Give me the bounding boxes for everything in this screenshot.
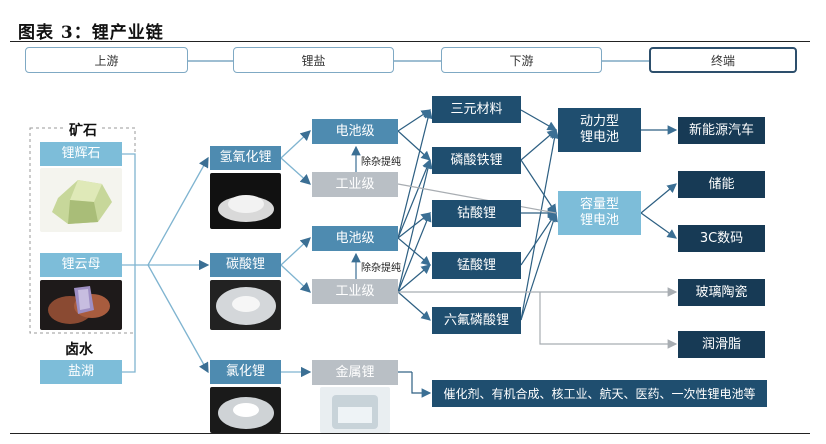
battery-grade-2-node: 电池级	[312, 226, 398, 251]
ore-group-label: 矿石	[66, 120, 100, 140]
nev-node: 新能源汽车	[678, 117, 765, 144]
lfp-node: 磷酸铁锂	[432, 147, 521, 174]
stage-downstream: 下游	[441, 47, 602, 73]
lmo-node: 锰酸锂	[432, 252, 521, 279]
lco-node: 钴酸锂	[432, 200, 521, 227]
carbonate-photo	[210, 280, 281, 330]
ternary-material-node: 三元材料	[432, 96, 521, 123]
power-battery-node: 动力型 锂电池	[558, 108, 641, 152]
salt-lake-node: 盐湖	[40, 360, 122, 384]
metal-lithium-node: 金属锂	[312, 360, 398, 385]
industrial-grade-1-node: 工业级	[312, 172, 398, 197]
lithium-chloride-node: 氯化锂	[210, 360, 281, 384]
stage-lithium-salt: 锂盐	[233, 47, 394, 73]
stage-upstream: 上游	[25, 47, 188, 73]
capacity-battery-line2: 锂电池	[579, 213, 619, 228]
lithium-carbonate-node: 碳酸锂	[210, 253, 281, 277]
capacity-battery-node: 容量型 锂电池	[558, 191, 641, 235]
industrial-grade-2-node: 工业级	[312, 279, 398, 304]
spodumene-node: 锂辉石	[40, 142, 122, 166]
purify-label-2: 除杂提纯	[361, 263, 401, 274]
stage-terminal: 终端	[649, 47, 797, 73]
spodumene-photo	[40, 168, 122, 232]
lepidolite-photo	[40, 280, 122, 330]
purify-label-1: 除杂提纯	[361, 157, 401, 168]
top-rule	[10, 41, 810, 42]
hydroxide-photo	[210, 173, 281, 229]
capacity-battery-line1: 容量型	[579, 197, 619, 212]
bottom-rule	[10, 433, 810, 434]
figure-title: 图表 3：锂产业链	[18, 23, 164, 43]
battery-grade-1-node: 电池级	[312, 119, 398, 144]
brine-label: 卤水	[65, 342, 93, 358]
3c-digital-node: 3C数码	[678, 225, 765, 252]
grease-node: 润滑脂	[678, 331, 765, 358]
lepidolite-node: 锂云母	[40, 253, 122, 277]
glass-ceramics-node: 玻璃陶瓷	[678, 279, 765, 306]
lithium-hydroxide-node: 氢氧化锂	[210, 146, 281, 170]
energy-storage-node: 储能	[678, 171, 765, 198]
other-uses-node: 催化剂、有机合成、核工业、航天、医药、一次性锂电池等	[432, 380, 767, 407]
metal-lithium-photo	[320, 387, 390, 433]
lipf6-node: 六氟磷酸锂	[432, 307, 521, 334]
power-battery-line2: 锂电池	[579, 130, 619, 145]
chloride-photo	[210, 387, 281, 433]
power-battery-line1: 动力型	[579, 114, 619, 129]
